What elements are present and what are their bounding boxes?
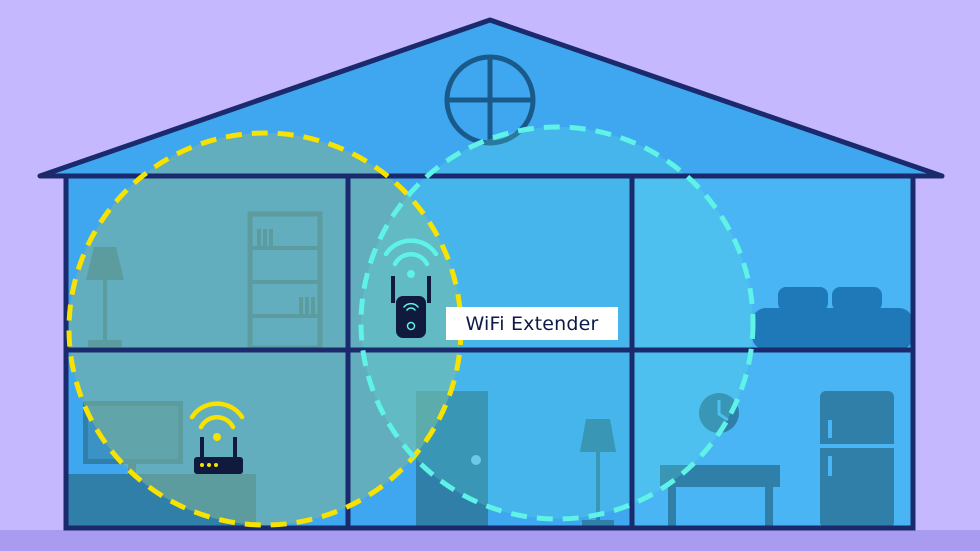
ground [0, 530, 980, 551]
wifi-signal-icon [383, 238, 439, 278]
bed-icon [752, 287, 913, 350]
router-coverage-area [69, 133, 461, 525]
window-round-icon [444, 54, 536, 146]
lamp-icon [580, 419, 616, 526]
clock-icon [699, 393, 739, 433]
extender-label: WiFi Extender [446, 307, 618, 340]
wifi-signal-icon [189, 401, 245, 441]
wifi-extender-icon [391, 276, 431, 338]
router-icon [194, 437, 243, 474]
extender-label-text: WiFi Extender [465, 312, 599, 335]
extender-coverage-ring [358, 124, 756, 522]
table-icon [660, 465, 780, 528]
fridge-icon [820, 391, 894, 528]
